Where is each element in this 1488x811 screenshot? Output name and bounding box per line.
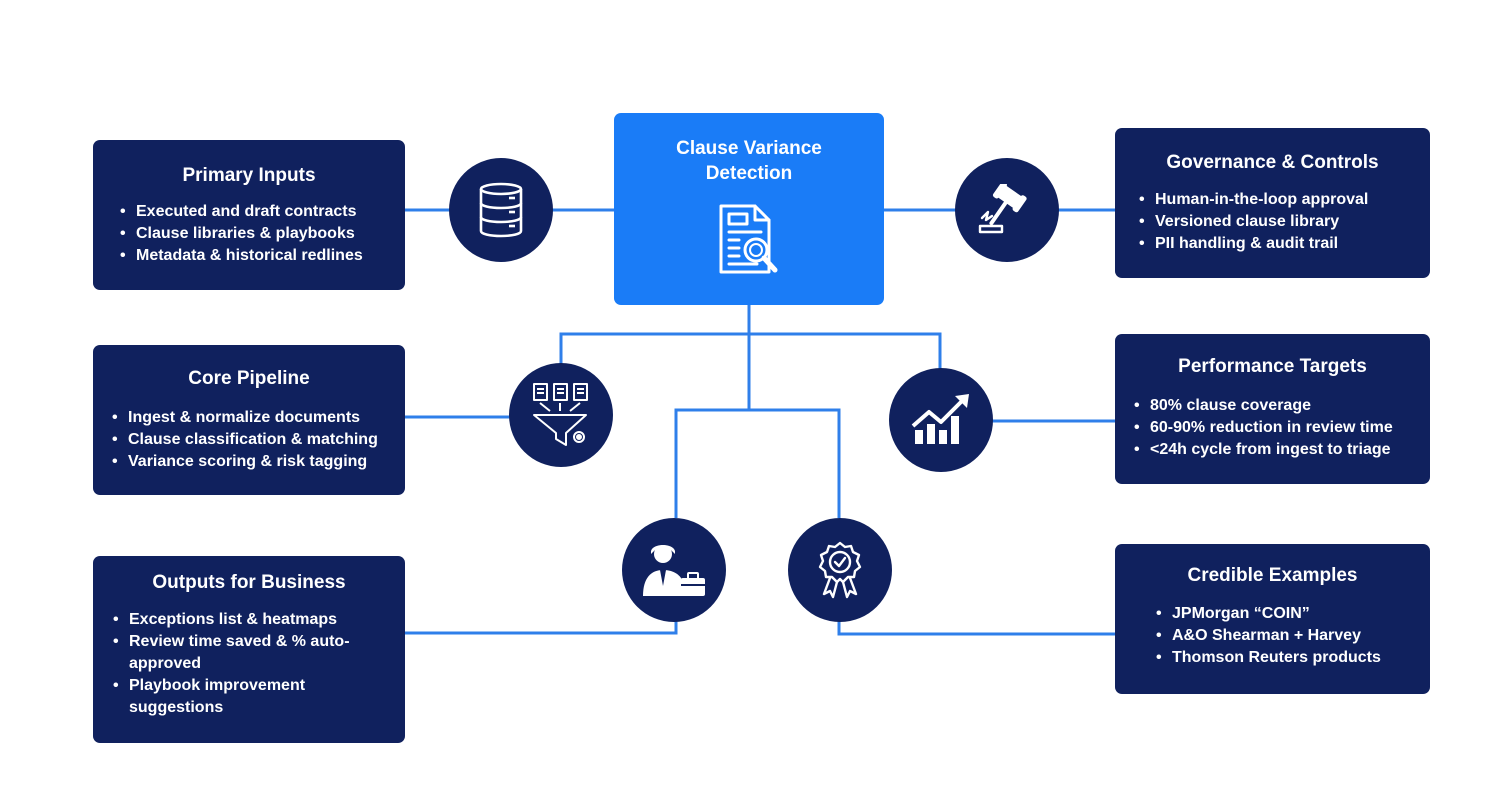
document-search-icon [614, 200, 884, 285]
box-title: Outputs for Business [152, 572, 346, 593]
list-item: Playbook improvement suggestions [111, 675, 376, 719]
box-title: Primary Inputs [182, 165, 316, 186]
list-item: Review time saved & % auto-approved [111, 631, 376, 675]
list-item: Executed and draft contracts [118, 201, 405, 223]
box-title: Core Pipeline [188, 368, 310, 389]
list-item: 80% clause coverage [1132, 395, 1430, 417]
list-item: Clause classification & matching [110, 429, 405, 451]
list-item: Ingest & normalize documents [110, 407, 405, 429]
list-item: Clause libraries & playbooks [118, 223, 405, 245]
list-item: Human-in-the-loop approval [1137, 189, 1430, 211]
list-item: PII handling & audit trail [1137, 233, 1430, 255]
list-item: Variance scoring & risk tagging [110, 451, 405, 473]
box-title: Governance & Controls [1166, 152, 1379, 173]
list-item: Versioned clause library [1137, 211, 1430, 233]
list-item: Thomson Reuters products [1154, 647, 1430, 669]
box-title: Credible Examples [1187, 565, 1358, 586]
governance-box: Governance & Controls Human-in-the-loop … [1115, 128, 1430, 278]
box-title: Performance Targets [1178, 356, 1367, 377]
list-item: JPMorgan “COIN” [1154, 603, 1430, 625]
examples-box: Credible Examples JPMorgan “COIN” A&O Sh… [1115, 544, 1430, 694]
central-box: Clause Variance Detection [614, 113, 884, 305]
list-item: A&O Shearman + Harvey [1154, 625, 1430, 647]
outputs-box: Outputs for Business Exceptions list & h… [93, 556, 405, 743]
database-icon [449, 158, 553, 262]
central-title: Clause Variance Detection [676, 138, 822, 184]
award-badge-icon [788, 518, 892, 622]
list-item: Metadata & historical redlines [118, 245, 405, 267]
list-item: <24h cycle from ingest to triage [1132, 439, 1430, 461]
primary-inputs-box: Primary Inputs Executed and draft contra… [93, 140, 405, 290]
performance-box: Performance Targets 80% clause coverage … [1115, 334, 1430, 484]
list-item: Exceptions list & heatmaps [111, 609, 376, 631]
growth-chart-icon [889, 368, 993, 472]
document-funnel-icon [509, 363, 613, 467]
gavel-icon [955, 158, 1059, 262]
business-person-icon [622, 518, 726, 622]
list-item: 60-90% reduction in review time [1132, 417, 1430, 439]
core-pipeline-box: Core Pipeline Ingest & normalize documen… [93, 345, 405, 495]
